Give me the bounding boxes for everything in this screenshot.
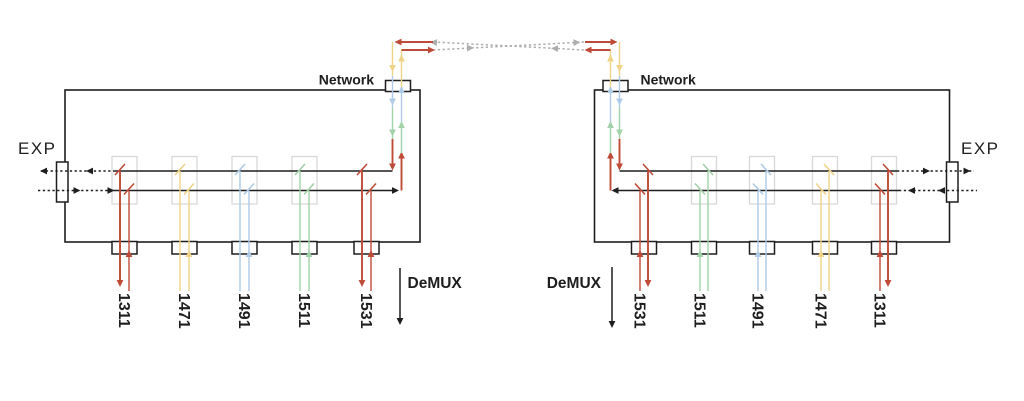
filter-box-1511	[690, 155, 718, 205]
filter-mirrors	[114, 163, 377, 196]
demux-indicator: DeMUX	[396, 268, 463, 325]
wavelength-label: 1311	[871, 293, 888, 328]
port-1531	[630, 240, 658, 255]
network-link	[394, 38, 618, 54]
arrowhead	[358, 280, 366, 287]
filter-box-1511	[291, 155, 318, 205]
wavelength-label: 1471	[175, 293, 192, 329]
network-downlink-path	[389, 42, 396, 171]
demux-indicator: DeMUX	[547, 267, 616, 328]
demux-label: DeMUX	[547, 275, 602, 292]
demux-label: DeMUX	[408, 275, 463, 292]
network-label: Network	[641, 72, 696, 88]
port-1471	[811, 240, 839, 255]
wavelength-label: 1491	[235, 293, 252, 329]
arrowhead	[40, 167, 47, 175]
wavelength-labels: 1531 1511 1491 1471 1311	[631, 293, 888, 329]
port-1491	[231, 240, 258, 255]
filter-modules	[111, 155, 318, 205]
wavelength-label: 1511	[691, 293, 708, 328]
exp-label: EXP	[18, 139, 57, 158]
network-port	[602, 79, 629, 93]
filter-box-1311	[111, 155, 138, 205]
filter-box-1491	[231, 155, 258, 205]
port-1311	[111, 240, 138, 255]
exp-label: EXP	[961, 139, 1000, 158]
lower-bus	[38, 187, 399, 194]
arrowhead	[550, 44, 559, 53]
lower-bus	[611, 187, 977, 194]
arrowhead	[466, 44, 475, 52]
exp-port	[945, 161, 959, 203]
wavelength-label: 1491	[749, 293, 766, 329]
filter-box-1491	[748, 155, 776, 205]
upper-bus	[619, 167, 974, 175]
port-1311	[870, 240, 898, 255]
arrowhead	[607, 54, 614, 62]
right-device: Network EXP DeMUX 1531 1511 1491 1471 13…	[547, 42, 1000, 329]
port-1531	[353, 240, 380, 255]
network-port	[384, 79, 412, 93]
arrowhead	[610, 38, 618, 46]
wavelength-label: 1471	[812, 293, 829, 329]
wavelength-labels: 1311 1471 1491 1511 1531	[115, 293, 374, 329]
arrowhead	[963, 167, 971, 175]
left-device: Network EXP DeMUX 1311 1471 1491 1511 15…	[18, 42, 462, 329]
network-uplink-path	[398, 50, 405, 191]
filter-box-1471	[811, 155, 839, 205]
drop-lines	[116, 171, 366, 291]
wavelength-label: 1311	[115, 293, 132, 328]
arrowhead	[389, 65, 396, 72]
arrowhead	[608, 321, 616, 328]
fiber-tx-left	[432, 41, 586, 51]
arrowhead	[428, 46, 435, 54]
arrowhead	[644, 280, 652, 287]
arrowhead	[394, 38, 402, 46]
arrowhead	[116, 280, 124, 287]
upper-bus	[40, 167, 393, 175]
port-1511	[690, 240, 718, 255]
arrowhead	[584, 46, 592, 54]
wavelength-label: 1531	[631, 293, 648, 329]
arrowhead	[616, 65, 623, 72]
port-1491	[748, 240, 776, 255]
add-lines	[636, 190, 884, 291]
arrowhead	[396, 318, 404, 325]
exp-port	[55, 161, 69, 203]
device-body	[593, 89, 951, 243]
filter-modules	[690, 155, 898, 205]
filter-box-1311	[870, 155, 898, 205]
filter-box-1471	[171, 155, 198, 205]
add-lines	[125, 190, 375, 291]
wavelength-label: 1531	[357, 293, 374, 329]
wavelength-label: 1511	[295, 293, 312, 328]
arrowhead	[573, 38, 581, 47]
network-uplink-path	[607, 50, 614, 191]
filter-mirrors	[634, 163, 894, 196]
fiber-rx-left	[432, 41, 586, 51]
network-downlink-path	[616, 42, 623, 171]
drop-lines	[644, 171, 892, 291]
network-label: Network	[319, 72, 374, 88]
port-1511	[291, 240, 318, 255]
arrowhead	[884, 280, 892, 287]
arrowhead	[398, 54, 405, 62]
port-1471	[171, 240, 198, 255]
